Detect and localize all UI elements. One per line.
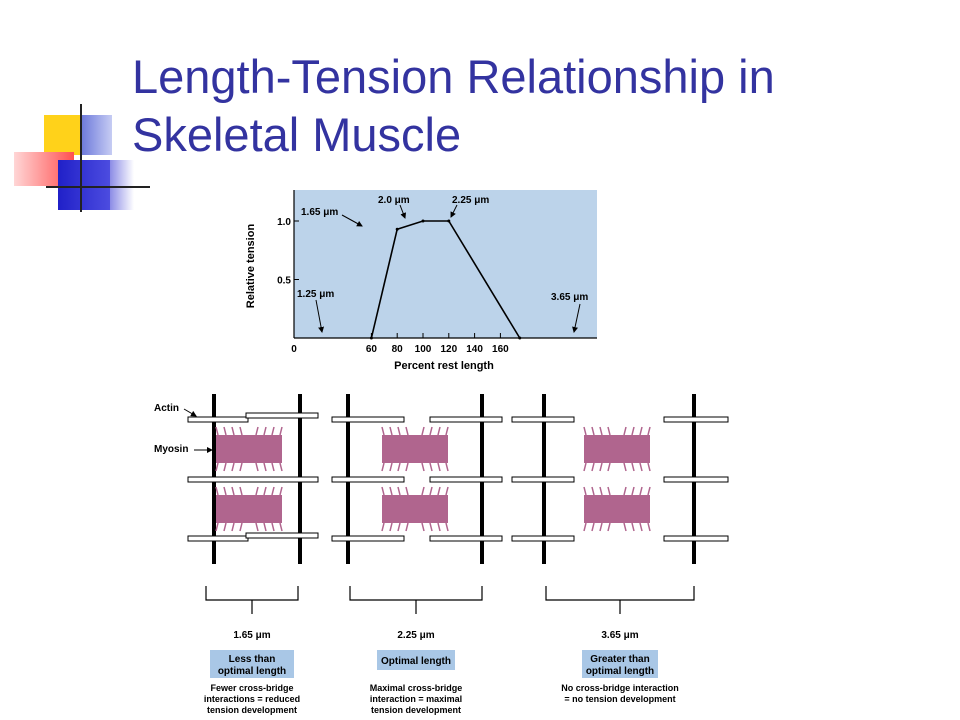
actin-filament <box>429 535 503 542</box>
callout-1-65um: 1.65 μm <box>301 207 338 218</box>
panel-1-description-line-1: Fewer cross-bridge <box>210 683 293 693</box>
x-tick-label: 140 <box>466 344 483 355</box>
panel-2-state-box <box>377 650 455 670</box>
actin-filament <box>663 535 729 542</box>
myosin-filament <box>584 435 650 463</box>
actin-filament <box>511 476 575 483</box>
callout-1-25um: 1.25 μm <box>297 289 334 300</box>
sarcomere-panel-1-65um: 1.65 μm Less than optimal length Fewer c… <box>187 394 319 715</box>
panel-1-description-line-3: tension development <box>207 705 297 715</box>
actin-label: Actin <box>154 403 179 414</box>
callout-2-25um: 2.25 μm <box>452 195 489 206</box>
panel-3-description-line-2: = no tension development <box>564 694 675 704</box>
actin-filament <box>511 535 575 542</box>
myosin-filament <box>216 435 282 463</box>
length-tension-graph: Relative tension Percent rest length 1.0… <box>245 190 597 372</box>
panel-1-description-line-2: interactions = reduced <box>204 694 300 704</box>
callout-2-25um-arrow <box>450 204 458 218</box>
decorative-yellow-square <box>44 115 82 155</box>
x-tick-label: 120 <box>440 344 457 355</box>
actin-label-arrow <box>183 408 197 417</box>
decorative-blue-square <box>58 160 110 210</box>
length-bracket <box>545 586 695 601</box>
myosin-filament <box>584 495 650 523</box>
panel-1-state-box <box>210 650 294 678</box>
x-tick-label: 160 <box>492 344 509 355</box>
panel-3-state-line-1: Greater than <box>590 654 649 665</box>
decorative-light-blue-square <box>82 115 112 155</box>
actin-filament <box>663 476 729 483</box>
slide-title: Length-Tension Relationship in Skeletal … <box>132 48 952 164</box>
actin-filament <box>511 416 575 423</box>
actin-filament <box>245 412 319 419</box>
curve-point <box>395 227 399 231</box>
graph-background <box>294 190 597 338</box>
actin-filament <box>331 416 405 423</box>
panel-1-state-line-2: optimal length <box>218 666 286 677</box>
callout-3-65um-arrow <box>572 303 581 333</box>
callout-3-65um: 3.65 μm <box>551 292 588 303</box>
curve-point <box>421 219 425 223</box>
x-tick-label: 60 <box>366 344 378 355</box>
decorative-horizontal-line <box>46 186 150 188</box>
y-tick-label: 1.0 <box>277 217 291 228</box>
slide-title-line-2: Skeletal Muscle <box>132 108 462 161</box>
actin-filament <box>245 532 319 539</box>
cross-bridges <box>215 426 283 532</box>
panel-2-description-line-3: tension development <box>371 705 461 715</box>
slide-title-line-1: Length-Tension Relationship in <box>132 50 775 103</box>
panel-2-length: 2.25 μm <box>397 630 434 641</box>
actin-filament <box>429 476 503 483</box>
x-tick-label: 100 <box>415 344 432 355</box>
y-tick-label: 0.5 <box>277 276 291 287</box>
actin-filament <box>331 535 405 542</box>
length-bracket <box>205 586 299 601</box>
curve-point <box>369 336 373 340</box>
cross-bridges <box>381 426 449 532</box>
curve-point <box>447 219 451 223</box>
sarcomere-panel-3-65um: 3.65 μm Greater than optimal length No c… <box>511 394 729 704</box>
callout-2-0um-arrow <box>399 204 407 219</box>
panel-3-description-line-1: No cross-bridge interaction <box>561 683 679 693</box>
myosin-filament <box>216 495 282 523</box>
panel-2-description-line-2: interaction = maximal <box>370 694 462 704</box>
x-axis-label: Percent rest length <box>394 360 494 372</box>
cross-bridges <box>583 426 651 532</box>
actin-filament <box>187 416 249 423</box>
curve-point <box>518 336 522 340</box>
length-tension-figure: Relative tension Percent rest length 1.0… <box>150 186 738 720</box>
panel-3-length: 3.65 μm <box>601 630 638 641</box>
panel-1-state-line-1: Less than <box>229 654 276 665</box>
actin-filament <box>331 476 405 483</box>
callout-2-0um: 2.0 μm <box>378 195 410 206</box>
myosin-filament <box>382 435 448 463</box>
panel-2-description-line-1: Maximal cross-bridge <box>370 683 463 693</box>
myosin-label: Myosin <box>154 444 188 455</box>
sarcomere-panel-2-25um: 2.25 μm Optimal length Maximal cross-bri… <box>331 394 503 715</box>
callout-1-25um-arrow <box>315 299 325 333</box>
callout-1-65um-arrow <box>341 214 363 227</box>
actin-filament <box>187 535 249 542</box>
x-tick-label: 0 <box>291 344 297 355</box>
decorative-vertical-line <box>80 104 82 212</box>
figure-svg: Relative tension Percent rest length 1.0… <box>154 190 729 715</box>
panel-1-length: 1.65 μm <box>233 630 270 641</box>
panel-3-state-line-2: optimal length <box>586 666 654 677</box>
actin-filament <box>663 416 729 423</box>
y-axis-label: Relative tension <box>245 224 257 309</box>
panel-3-state-box <box>582 650 658 678</box>
actin-filament <box>429 416 503 423</box>
length-bracket <box>349 586 483 601</box>
actin-filament <box>187 476 319 483</box>
myosin-filament <box>382 495 448 523</box>
x-tick-label: 80 <box>392 344 404 355</box>
decorative-blue-fade <box>110 160 134 210</box>
panel-2-state-line-1: Optimal length <box>381 656 451 667</box>
